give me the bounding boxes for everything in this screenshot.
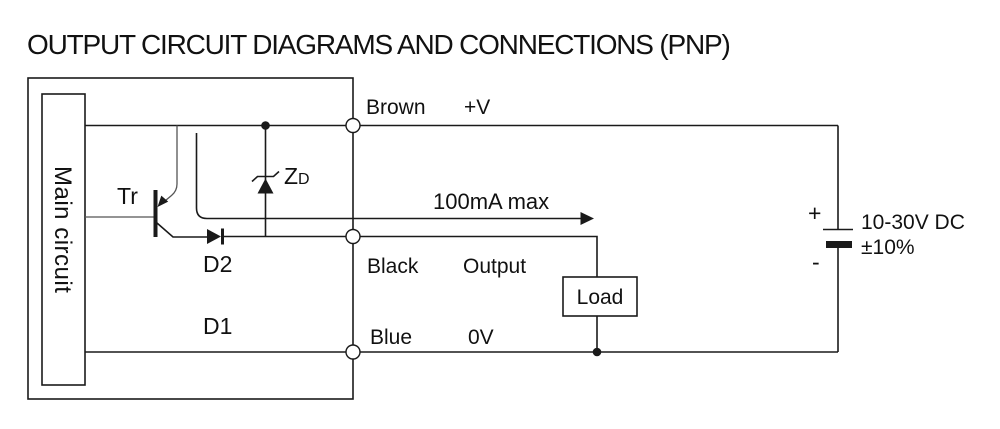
- zener-triangle-icon: [257, 178, 274, 194]
- junction-dot-zener: [261, 121, 270, 130]
- battery-symbol: [823, 228, 853, 248]
- page-title: OUTPUT CIRCUIT DIAGRAMS AND CONNECTIONS …: [27, 29, 730, 60]
- supply-voltage-label: 10-30V DC: [861, 211, 965, 234]
- transistor-emitter-arrow-icon: [157, 195, 169, 207]
- main-circuit-box: [41, 93, 86, 386]
- current-max-label: 100mA max: [433, 189, 549, 214]
- diode-d1-label: D1: [203, 313, 232, 339]
- diode-d2-symbol: [207, 228, 224, 245]
- wire-black-signal-label: Output: [463, 255, 526, 278]
- battery-negative-plate: [826, 241, 852, 248]
- transistor-collector-wire: [156, 222, 207, 238]
- battery-minus-label: -: [812, 249, 820, 275]
- current-arrowhead-icon: [580, 212, 594, 225]
- battery-plus-label: +: [808, 200, 821, 226]
- transistor-label: Tr: [117, 183, 138, 209]
- wire-blue-color-label: Blue: [370, 326, 412, 349]
- junction-dot-load: [592, 347, 602, 357]
- diode-d2-triangle-icon: [207, 229, 221, 244]
- current-arrow-line: [195, 133, 581, 220]
- zener-symbol: [251, 125, 280, 237]
- terminal-black: [345, 228, 361, 245]
- current-arrow: [195, 133, 594, 225]
- wire-brown-color-label: Brown: [366, 96, 426, 119]
- wire-black-color-label: Black: [367, 255, 419, 278]
- zener-label: Z: [284, 163, 298, 189]
- wire-brown-signal-label: +V: [464, 96, 490, 119]
- zener-label-subscript: D: [298, 171, 310, 188]
- load-box: [562, 276, 638, 317]
- wire-blue-signal-label: 0V: [468, 326, 494, 349]
- zener-cathode-bar: [251, 170, 280, 183]
- terminal-brown: [345, 117, 361, 134]
- terminal-blue: [345, 344, 361, 360]
- supply-tolerance-label: ±10%: [861, 236, 915, 259]
- transistor-emitter-wire: [165, 125, 178, 201]
- main-circuit-label: Main circuit: [49, 166, 76, 293]
- diode-d2-label: D2: [203, 251, 232, 277]
- transistor-symbol: [153, 125, 207, 238]
- load-label: Load: [577, 286, 624, 309]
